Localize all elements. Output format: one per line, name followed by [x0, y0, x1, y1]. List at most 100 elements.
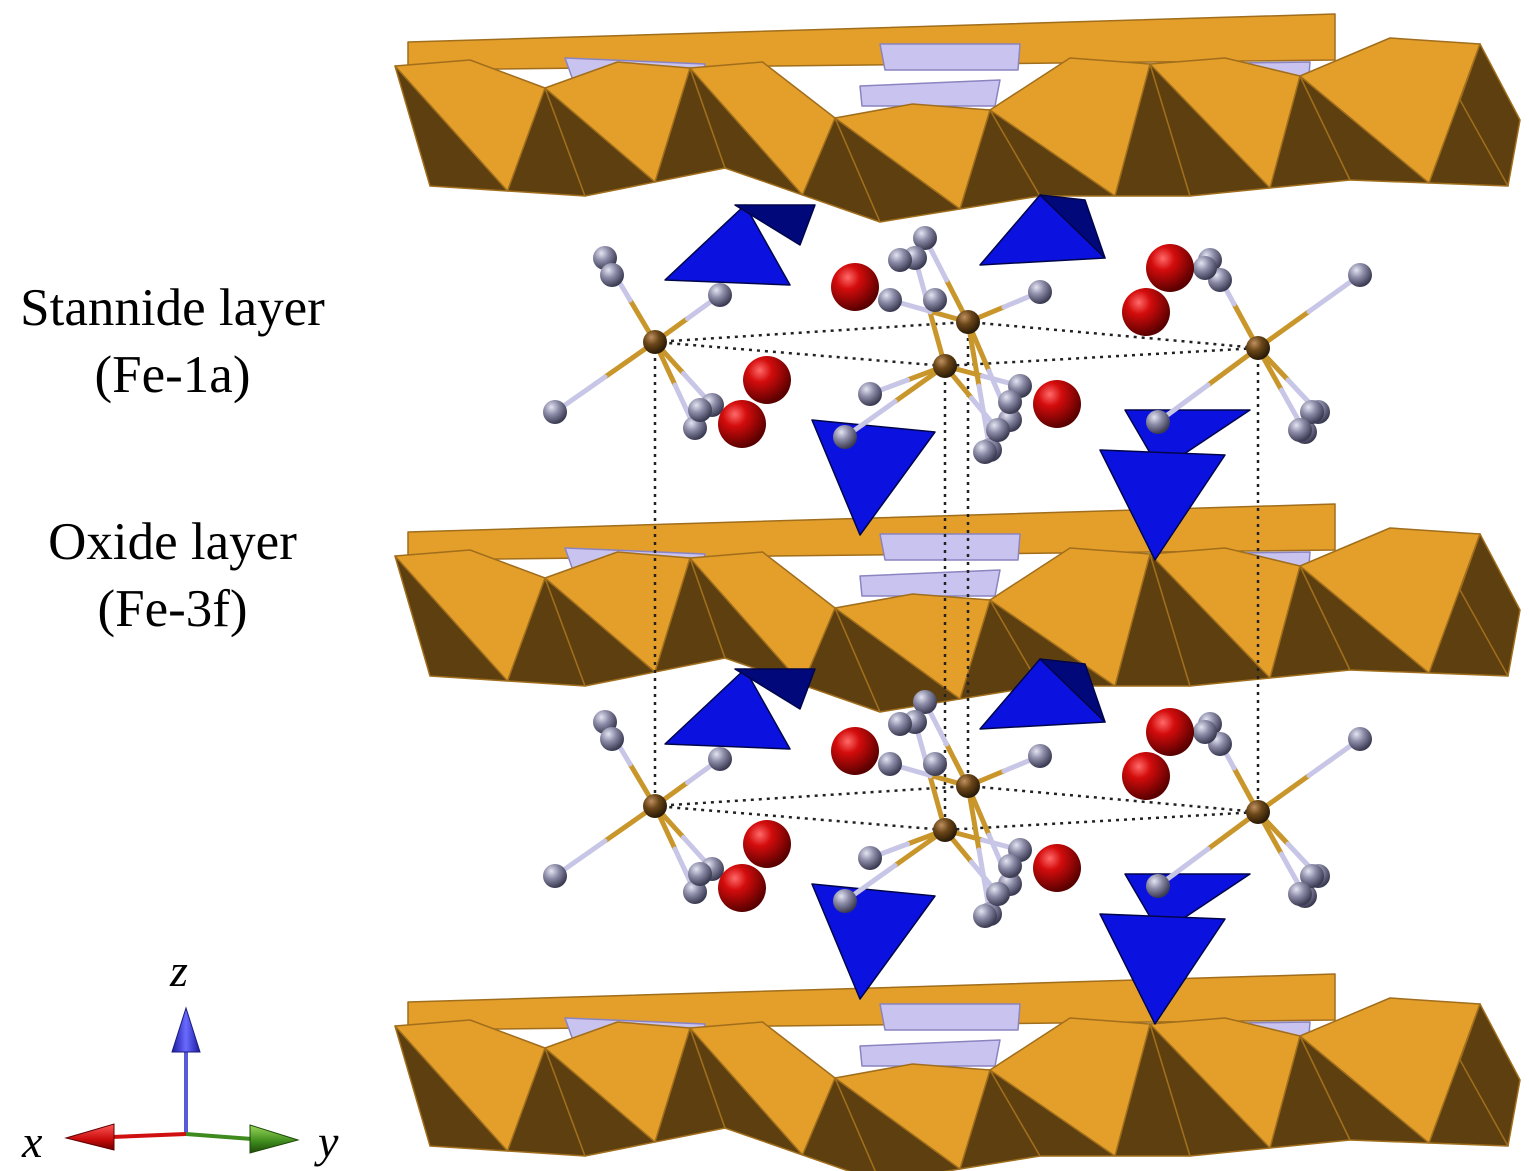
y-axis-arrowhead [249, 1124, 300, 1154]
sn-atom [833, 425, 857, 449]
sn-atom [923, 752, 947, 776]
stannide-layer-0 [543, 194, 1372, 561]
sn-atom [878, 288, 902, 312]
oxide-layer-site: (Fe-3f) [97, 580, 248, 638]
shared-face [879, 533, 1021, 561]
octahedron-end-face [1459, 533, 1521, 677]
oxide-layers [394, 13, 1521, 1171]
y-axis-shaft [185, 1132, 253, 1141]
shared-face [879, 43, 1021, 71]
sn-atom [878, 752, 902, 776]
z-axis-arrowhead [171, 1006, 201, 1053]
tetrahedron [1039, 658, 1106, 723]
sn-atom [688, 398, 712, 422]
sn-atom [913, 690, 937, 714]
cell-face [654, 784, 1259, 832]
oxygen-atom [743, 820, 791, 868]
sn-atom [1193, 256, 1217, 280]
sn-atom [1300, 864, 1324, 888]
octahedra-back-row [407, 973, 1336, 1031]
stannide-layer-label: Stannide layer (Fe-1a) [0, 282, 345, 402]
sn-atom [543, 400, 567, 424]
sn-atom [1146, 410, 1170, 434]
oxygen-atom [831, 727, 879, 775]
octahedra-sheet-1 [394, 503, 1521, 713]
octahedra-sheet-2 [394, 973, 1521, 1171]
stannide-layer-1 [543, 658, 1372, 1025]
tetrahedron [664, 668, 791, 750]
sn-atom [973, 440, 997, 464]
sn-atom [923, 288, 947, 312]
sn-atom [708, 747, 732, 771]
stannide-layer-site: (Fe-1a) [94, 346, 251, 404]
sn-atom [1193, 720, 1217, 744]
octahedra-back-row [407, 13, 1336, 71]
oxygen-atom [743, 356, 791, 404]
oxygen-atom [1146, 244, 1194, 292]
sn-atom [1288, 418, 1312, 442]
sn-atom [973, 904, 997, 928]
fe-atom [933, 818, 957, 842]
stannide-layer-title: Stannide layer [20, 279, 325, 337]
sn-atom [688, 862, 712, 886]
sn-atom [986, 882, 1010, 906]
sn-atom [833, 889, 857, 913]
sn-atom [858, 846, 882, 870]
fe-atom [643, 794, 667, 818]
x-axis-shaft [111, 1132, 187, 1139]
fe-atom [956, 310, 980, 334]
sn-atom [998, 854, 1022, 878]
shared-face [859, 569, 1001, 597]
tetrahedron [1099, 449, 1226, 561]
unit-cell-outline [653, 320, 1260, 832]
fe-atom [956, 774, 980, 798]
oxygen-atom [1033, 380, 1081, 428]
tetrahedron [734, 204, 816, 246]
x-axis-arrowhead [64, 1123, 115, 1151]
sn-atom [998, 390, 1022, 414]
tetrahedron [1099, 913, 1226, 1025]
sn-atom [600, 263, 624, 287]
y-axis-label: y [318, 1116, 339, 1167]
fe-atom [1246, 336, 1270, 360]
fe-atom [933, 354, 957, 378]
z-axis-label: z [170, 945, 188, 996]
sn-atom [888, 712, 912, 736]
sn-atom [1146, 874, 1170, 898]
oxygen-atom [1122, 752, 1170, 800]
octahedron-end-face [1459, 1003, 1521, 1147]
tetrahedron [1039, 194, 1106, 259]
stannide-layers [543, 194, 1372, 1025]
sn-atom [543, 864, 567, 888]
octahedra-back-row [407, 503, 1336, 561]
shared-face [859, 79, 1001, 107]
sn-atom [986, 418, 1010, 442]
sn-atom [1300, 400, 1324, 424]
octahedra-sheet-0 [394, 13, 1521, 223]
sn-atom [600, 727, 624, 751]
sn-atom [1348, 727, 1372, 751]
sn-atom [1288, 882, 1312, 906]
axes-indicator [64, 1006, 300, 1154]
sn-atom [683, 416, 707, 440]
oxygen-atom [1033, 844, 1081, 892]
oxygen-atom [718, 400, 766, 448]
sn-atom [1028, 744, 1052, 768]
sn-atom [1028, 280, 1052, 304]
oxygen-atom [1146, 708, 1194, 756]
fe-atom [1246, 800, 1270, 824]
shared-face [859, 1039, 1001, 1067]
octahedron-end-face [1459, 43, 1521, 187]
sn-atom [683, 880, 707, 904]
oxygen-atom [831, 263, 879, 311]
shared-face [879, 1003, 1021, 1031]
oxide-layer-label: Oxide layer (Fe-3f) [0, 516, 345, 636]
tetrahedron [811, 883, 936, 1000]
tetrahedron [664, 204, 791, 286]
tetrahedron [734, 668, 816, 710]
oxygen-atom [1122, 288, 1170, 336]
sn-atom [913, 226, 937, 250]
sn-atom [1348, 263, 1372, 287]
cell-face [654, 320, 1259, 368]
